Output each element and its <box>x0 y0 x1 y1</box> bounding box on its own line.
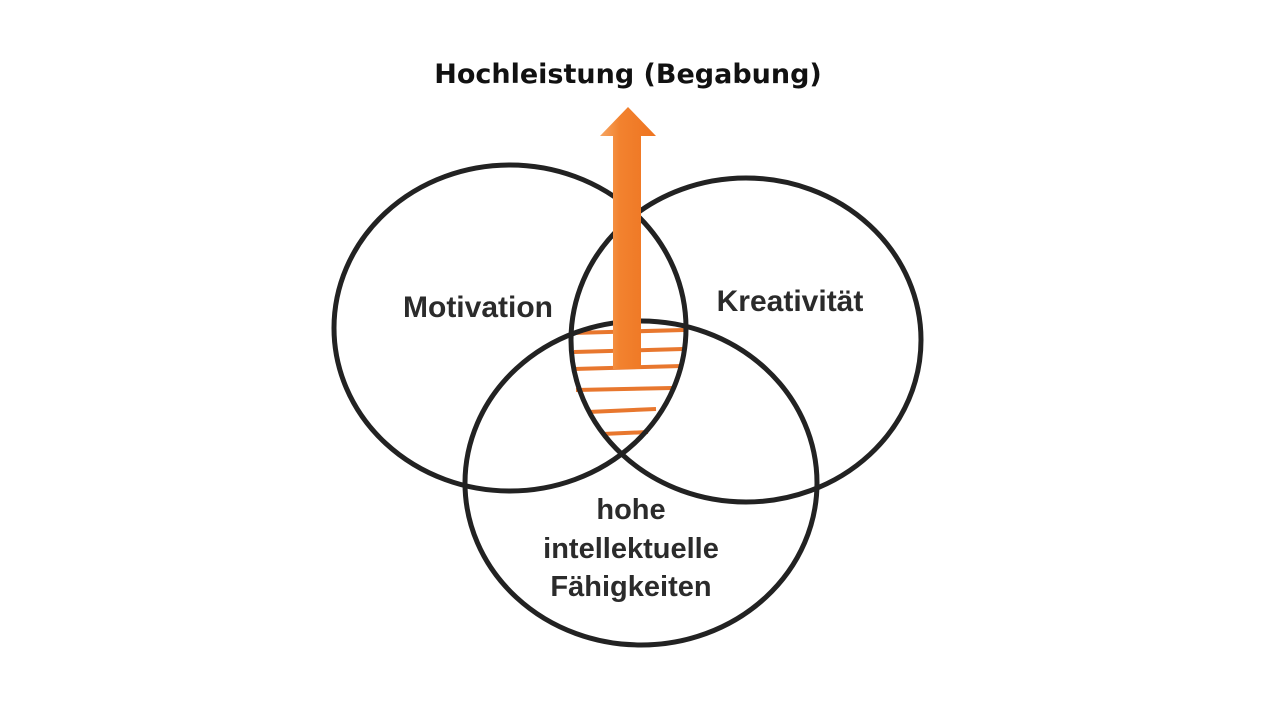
label-faehigkeiten: Fähigkeiten <box>550 571 711 603</box>
label-motivation: Motivation <box>403 291 553 324</box>
circle-kreativitaet <box>568 175 924 505</box>
label-kreativitaet: Kreativität <box>717 285 864 318</box>
arrow-up-icon <box>600 107 656 369</box>
label-hohe: hohe <box>596 494 665 526</box>
title-hochleistung: Hochleistung (Begabung) <box>434 59 822 90</box>
label-intellektuelle: intellektuelle <box>543 533 719 565</box>
